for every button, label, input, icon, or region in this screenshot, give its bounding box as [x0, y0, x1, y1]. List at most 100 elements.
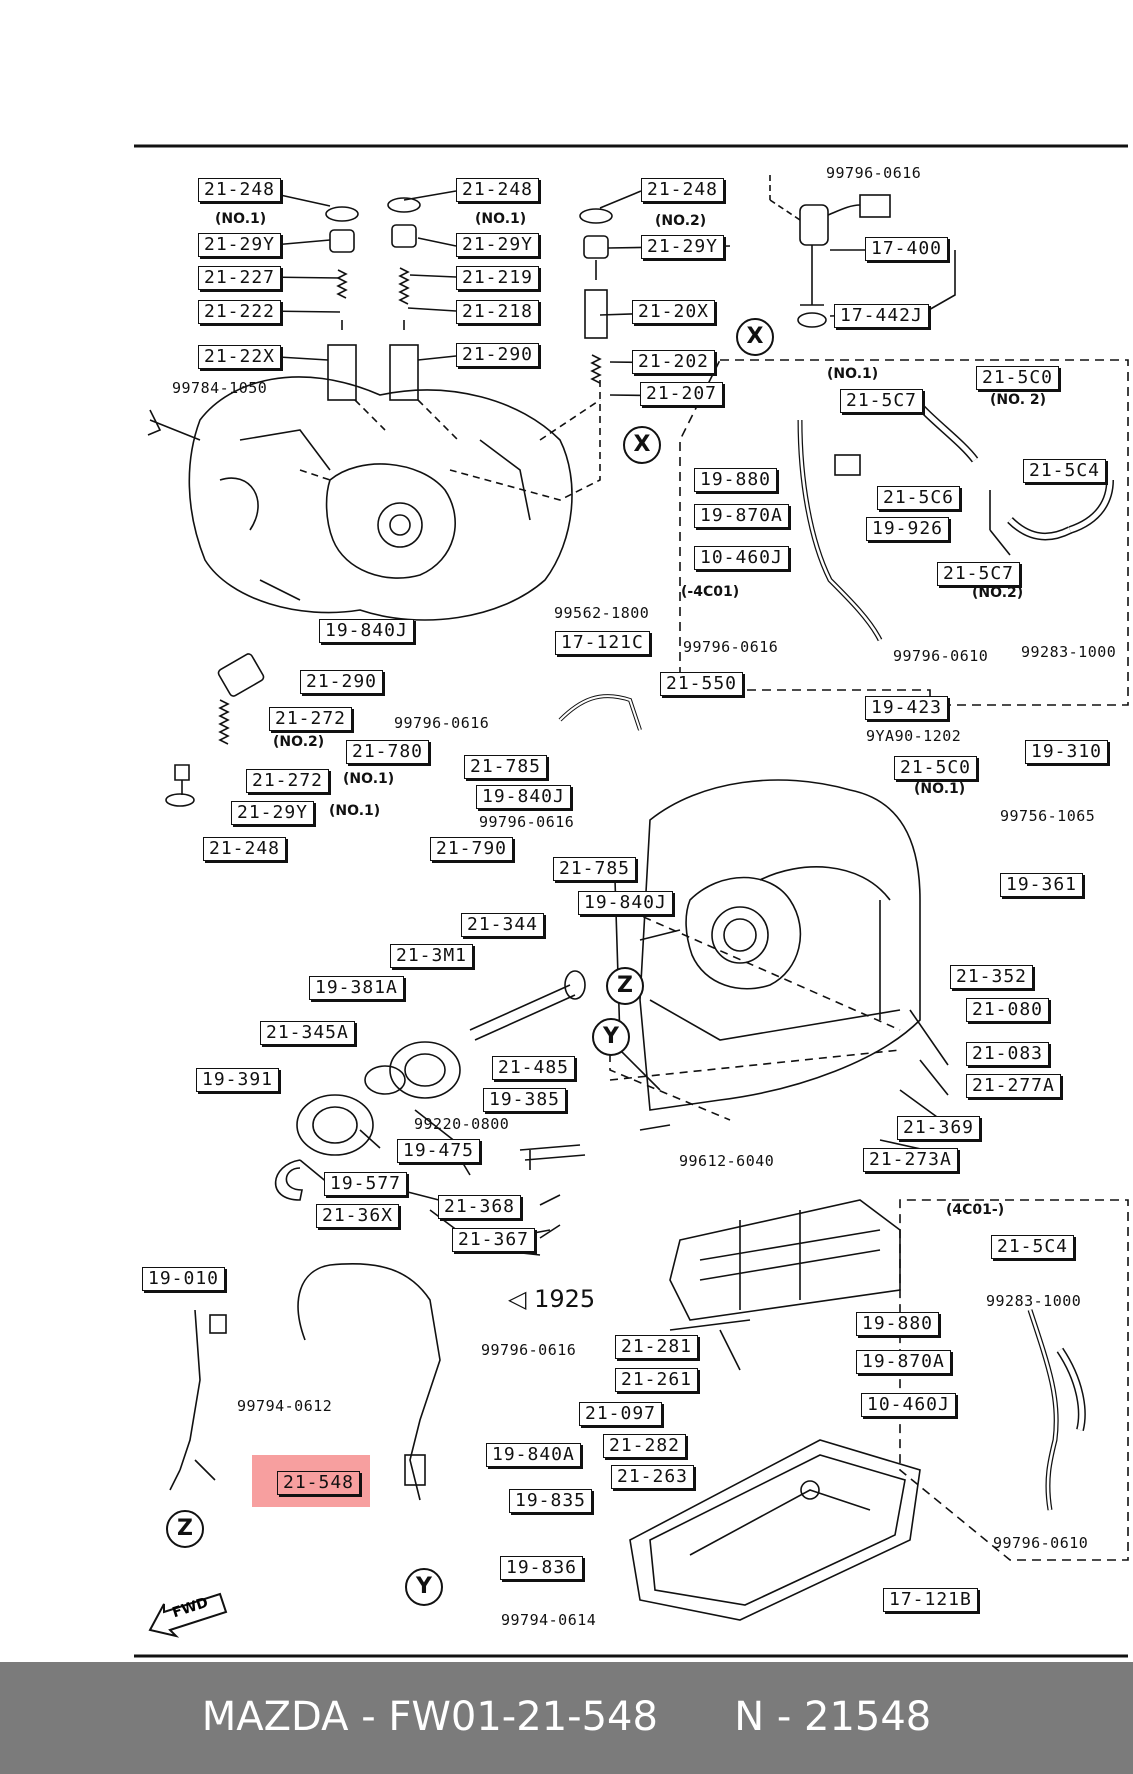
part-callout: 21-202 [632, 350, 716, 374]
hardware-number: 99796-0616 [394, 714, 490, 732]
variant-note: (NO.1) [343, 771, 395, 787]
variant-note: (NO.1) [475, 211, 527, 227]
part-callout: 17-400 [865, 237, 949, 261]
part-callout: 19-475 [397, 1139, 481, 1163]
part-callout: 17-121C [555, 631, 650, 655]
part-callout: 17-442J [834, 304, 929, 328]
part-callout: 21-219 [456, 266, 540, 290]
part-callout: 21-248 [203, 837, 287, 861]
part-callout: 21-369 [897, 1116, 981, 1140]
reference-marker-y: Y [592, 1018, 630, 1056]
part-callout: 19-836 [500, 1556, 584, 1580]
hardware-number: 99794-0612 [237, 1397, 333, 1415]
variant-note: (NO.1) [329, 803, 381, 819]
hardware-number: 99756-1065 [1000, 807, 1096, 825]
footer-bar: MAZDA - FW01-21-548 N - 21548 [0, 1662, 1133, 1774]
part-callout: 19-381A [309, 976, 404, 1000]
part-callout: 21-281 [615, 1335, 699, 1359]
part-callout: 21-273A [863, 1148, 958, 1172]
hardware-number: 99796-0616 [683, 638, 779, 656]
part-callout: 21-550 [660, 672, 744, 696]
part-callout: 21-790 [430, 837, 514, 861]
reference-arrow-icon: ◁ [508, 1285, 527, 1313]
reference-marker-y: Y [405, 1568, 443, 1606]
part-callout: 19-385 [483, 1088, 567, 1112]
reference-marker-z: Z [606, 967, 644, 1005]
part-callout: 21-290 [456, 343, 540, 367]
variant-note: (NO.1) [827, 366, 879, 382]
part-callout: 21-248 [456, 178, 540, 202]
hardware-number: 99220-0800 [414, 1115, 510, 1133]
variant-note: (NO.2) [273, 734, 325, 750]
hardware-number: 99283-1000 [986, 1292, 1082, 1310]
part-callout: 21-5C0 [976, 366, 1060, 390]
hardware-number: 99796-0610 [893, 647, 989, 665]
part-callout: 21-218 [456, 300, 540, 324]
part-callout: 21-227 [198, 266, 282, 290]
part-callout: 21-282 [603, 1434, 687, 1458]
part-callout: 19-840A [486, 1443, 581, 1467]
forward-arrow-icon: FWD [142, 1590, 232, 1640]
part-callout: 21-248 [198, 178, 282, 202]
part-callout: 19-870A [856, 1350, 951, 1374]
part-callout: 21-5C4 [1023, 459, 1107, 483]
part-callout: 21-263 [611, 1465, 695, 1489]
part-callout: 21-352 [950, 965, 1034, 989]
variant-note: (-4C01) [681, 584, 740, 600]
part-callout: 21-272 [269, 707, 353, 731]
part-callout: 19-870A [694, 504, 789, 528]
part-callout: 21-5C4 [991, 1235, 1075, 1259]
hardware-number: 99796-0616 [826, 164, 922, 182]
part-callout: 21-20X [632, 300, 716, 324]
part-callout: 21-368 [438, 1195, 522, 1219]
part-callout: 19-010 [142, 1267, 226, 1291]
variant-note: (NO.1) [215, 211, 267, 227]
part-callout: 19-926 [866, 517, 950, 541]
part-callout: 21-785 [553, 857, 637, 881]
hardware-number: 99794-0614 [501, 1611, 597, 1629]
part-callout: 21-5C0 [894, 756, 978, 780]
reference-marker-x: X [736, 318, 774, 356]
parts-diagram: 21-248 21-29Y 21-227 21-222 21-22X 21-24… [134, 144, 1129, 1658]
variant-note: (NO. 2) [990, 392, 1047, 408]
part-callout: 10-460J [694, 546, 789, 570]
part-callout: 19-880 [856, 1312, 940, 1336]
part-callout: 19-835 [509, 1489, 593, 1513]
part-callout: 21-083 [966, 1042, 1050, 1066]
variant-note: (NO.2) [972, 585, 1024, 601]
part-callout: 21-344 [461, 913, 545, 937]
part-callout: 10-460J [861, 1393, 956, 1417]
part-callout: 21-367 [452, 1228, 536, 1252]
part-callout: 21-3M1 [390, 944, 474, 968]
part-callout: 21-5C6 [877, 486, 961, 510]
part-callout: 17-121B [883, 1588, 978, 1612]
part-callout: 19-361 [1000, 873, 1084, 897]
part-callout: 21-5C7 [937, 562, 1021, 586]
part-callout: 19-840J [578, 891, 673, 915]
part-callout: 21-290 [300, 670, 384, 694]
highlighted-part-marker [252, 1455, 370, 1507]
part-callout: 21-277A [966, 1074, 1061, 1098]
part-callout: 21-485 [492, 1056, 576, 1080]
part-callout: 21-22X [198, 345, 282, 369]
part-number-caption: MAZDA - FW01-21-548 N - 21548 [201, 1694, 932, 1740]
part-callout: 21-272 [246, 769, 330, 793]
part-callout: 19-840J [476, 785, 571, 809]
hardware-number: 99562-1800 [554, 604, 650, 622]
highlighted-part-callout: 21-548 [277, 1471, 361, 1495]
hardware-number: 99612-6040 [679, 1152, 775, 1170]
reference-marker-z: Z [166, 1510, 204, 1548]
diagram-reference-code: ◁ 1925 [508, 1285, 595, 1313]
part-callout: 21-080 [966, 998, 1050, 1022]
part-callout: 21-5C7 [840, 389, 924, 413]
hardware-number: 99796-0616 [479, 813, 575, 831]
part-callout: 19-310 [1025, 740, 1109, 764]
hardware-number: 99784-1050 [172, 379, 268, 397]
variant-note: (NO.2) [655, 213, 707, 229]
part-callout: 19-840J [319, 619, 414, 643]
part-callout: 21-248 [641, 178, 725, 202]
part-callout: 21-29Y [231, 801, 315, 825]
part-callout: 19-577 [324, 1172, 408, 1196]
part-callout: 21-261 [615, 1368, 699, 1392]
part-callout: 19-423 [865, 696, 949, 720]
